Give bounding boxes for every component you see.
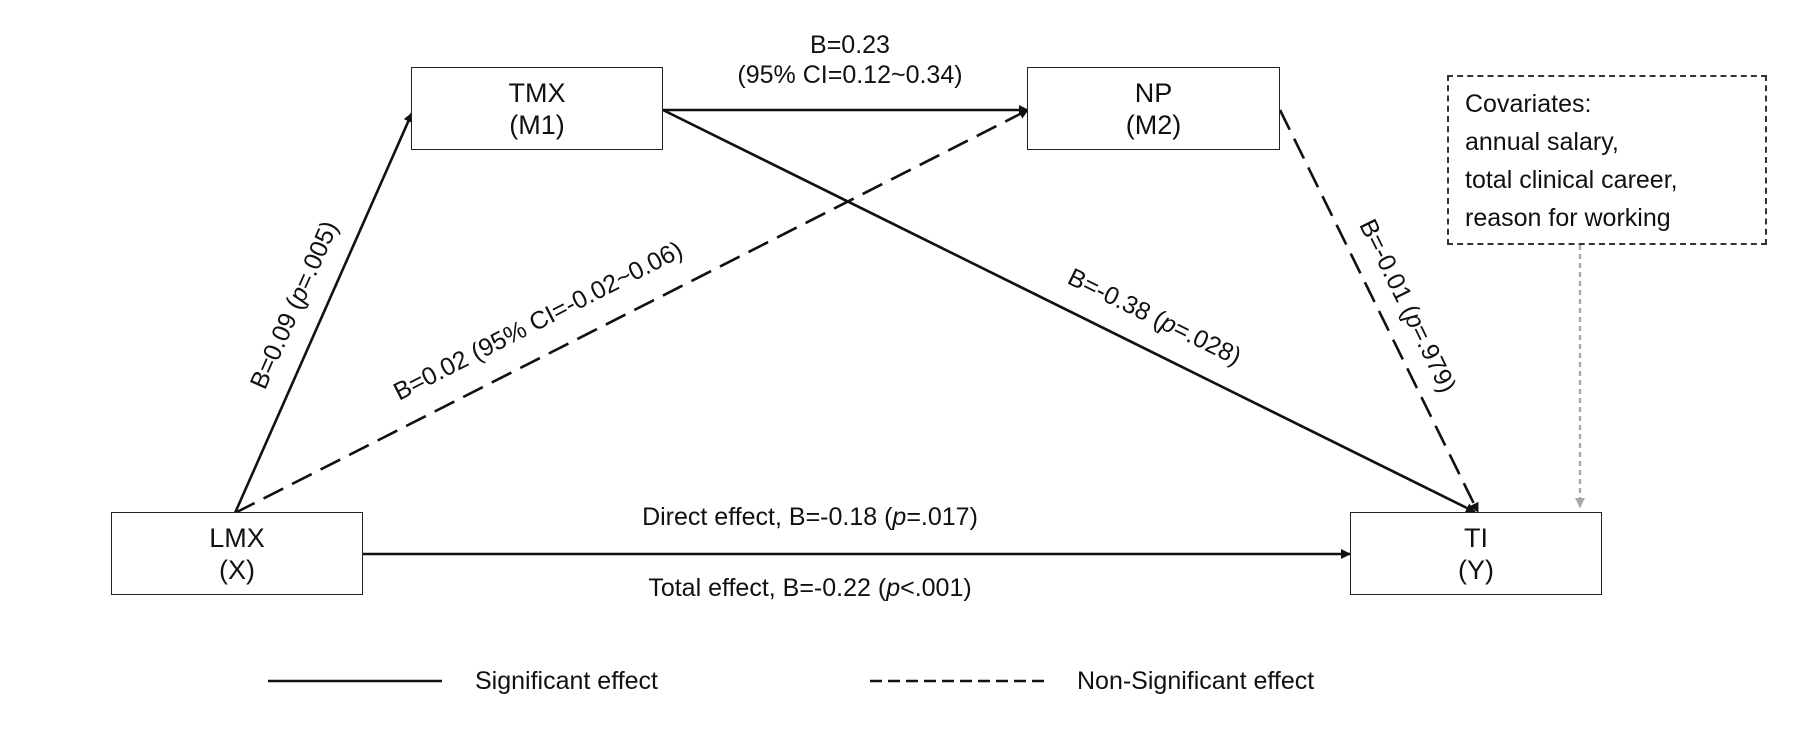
covariates-box: Covariates: annual salary, total clinica… bbox=[1447, 75, 1767, 245]
arrow-tmx-ti bbox=[662, 108, 1476, 514]
covariates-title: Covariates: bbox=[1465, 90, 1592, 118]
label-total-effect: Total effect, B=-0.22 (p<.001) bbox=[648, 574, 972, 602]
node-lmx-name: LMX bbox=[209, 522, 265, 553]
node-np-role: (M2) bbox=[1125, 109, 1182, 140]
arrow-lmx-tmx bbox=[233, 112, 414, 514]
arrow-lmx-np bbox=[234, 108, 1029, 515]
label-direct-effect: Direct effect, B=-0.18 (p=.017) bbox=[642, 503, 978, 531]
node-lmx: LMX (X) bbox=[111, 512, 363, 595]
node-tmx-role: (M1) bbox=[509, 109, 565, 140]
node-lmx-role: (X) bbox=[219, 554, 255, 585]
label-tmx-np-line2: (95% CI=0.12~0.34) bbox=[737, 61, 963, 89]
node-np-name: NP bbox=[1134, 77, 1173, 108]
legend-non-significant: Non-Significant effect bbox=[1077, 667, 1315, 695]
label-tmx-np-line1: B=0.23 bbox=[810, 31, 890, 59]
covariate-item: reason for working bbox=[1465, 204, 1671, 232]
node-ti-name: TI bbox=[1464, 522, 1488, 553]
covariate-item: annual salary, bbox=[1465, 128, 1619, 156]
node-ti-role: (Y) bbox=[1458, 554, 1494, 585]
node-ti: TI (Y) bbox=[1350, 512, 1602, 595]
arrow-np-ti bbox=[1278, 109, 1480, 513]
covariate-item: total clinical career, bbox=[1465, 166, 1678, 194]
node-np: NP (M2) bbox=[1027, 67, 1280, 150]
node-tmx-name: TMX bbox=[508, 77, 566, 108]
node-tmx: TMX (M1) bbox=[411, 67, 663, 150]
legend-significant: Significant effect bbox=[475, 667, 658, 695]
label-tmx-np: B=0.23 (95% CI=0.12~0.34) bbox=[720, 30, 980, 90]
